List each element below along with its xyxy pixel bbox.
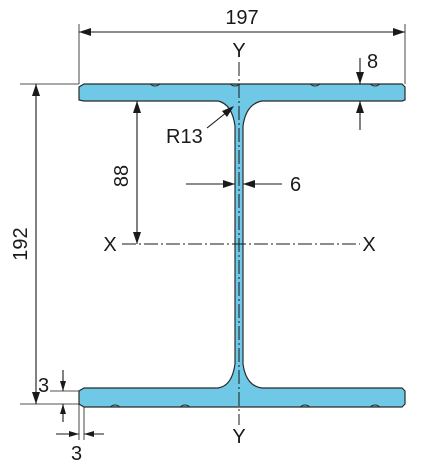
- root-radius-label: R13: [166, 126, 203, 148]
- edge-h-arrow-right: [84, 431, 94, 437]
- flange-width-arrow-left: [79, 28, 91, 36]
- flange-thickness-arrow-top: [356, 72, 364, 84]
- height-label: 192: [10, 227, 32, 260]
- edge-h-label: 3: [71, 443, 82, 465]
- flange-width-arrow-right: [393, 28, 405, 36]
- flange-thickness-label: 8: [367, 51, 378, 73]
- edge-v-arrow-bottom: [60, 404, 66, 414]
- y-axis-label-bottom: Y: [232, 426, 245, 448]
- flange-width-label: 197: [225, 7, 258, 29]
- web-thickness-label: 6: [290, 174, 301, 196]
- web-thickness-arrow-right: [243, 180, 255, 188]
- flange-thickness-arrow-bottom: [356, 101, 364, 113]
- edge-v-arrow-top: [60, 381, 66, 391]
- y-axis-label-top: Y: [232, 40, 245, 62]
- height-arrow-bottom: [32, 392, 40, 404]
- x-axis-label-right: X: [362, 234, 375, 256]
- height-arrow-top: [32, 84, 40, 96]
- axis-offset-arrow-bottom: [133, 232, 141, 244]
- axis-offset-arrow-top: [133, 101, 141, 113]
- edge-h-arrow-left: [69, 431, 79, 437]
- edge-v-label: 3: [38, 375, 49, 397]
- i-beam-profile: [78, 83, 406, 408]
- flange-notches: [109, 83, 381, 408]
- x-axis-label-left: X: [103, 234, 116, 256]
- web-thickness-arrow-left: [223, 180, 235, 188]
- root-radius-arrow: [222, 106, 234, 117]
- axis-offset-label: 88: [111, 165, 133, 187]
